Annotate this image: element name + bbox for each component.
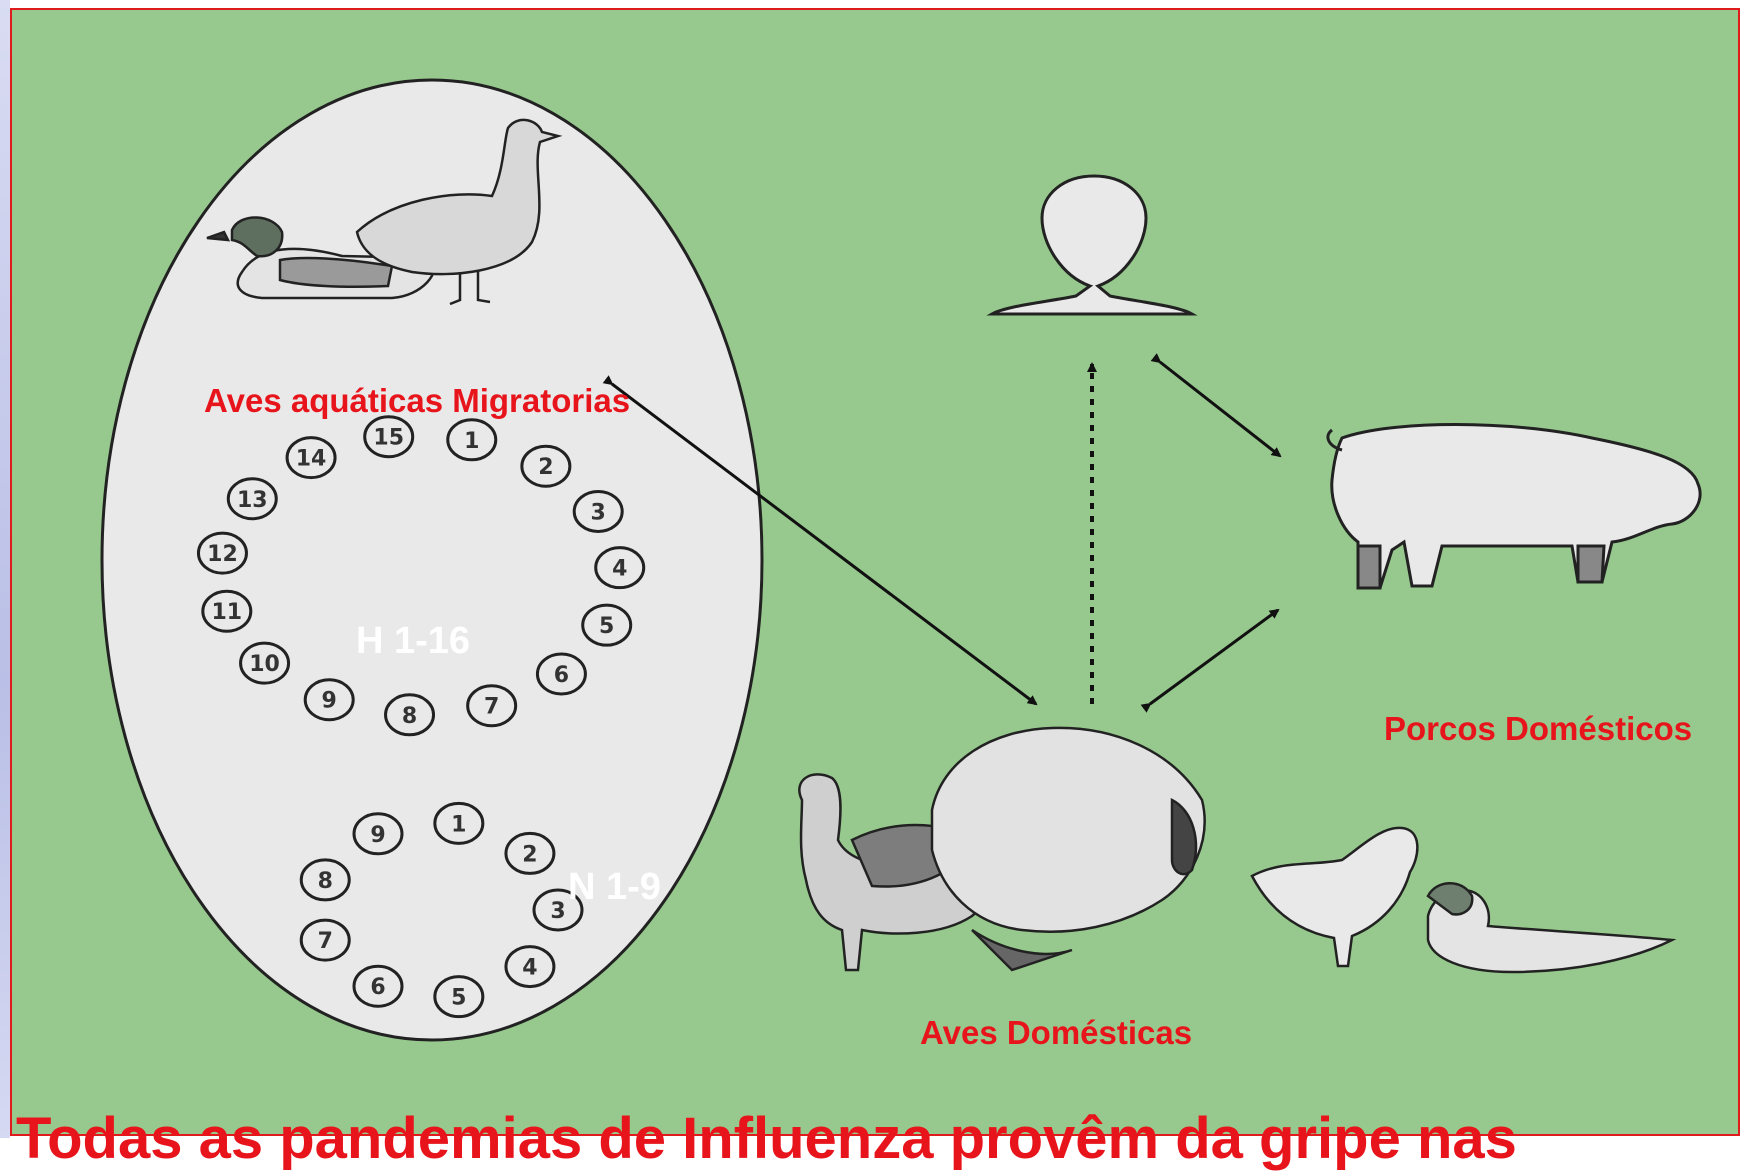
h-subtype-number-3: 3 — [591, 500, 606, 525]
n-subtype-number-5: 5 — [451, 986, 466, 1011]
n-subtype-number-3: 3 — [550, 899, 565, 924]
n-subtype-number-4: 4 — [522, 956, 537, 981]
h-subtype-number-8: 8 — [402, 704, 417, 729]
h-subtype-number-14: 14 — [296, 447, 327, 472]
arrow-poultry-pig — [1150, 610, 1278, 704]
turkey-icon — [932, 728, 1205, 970]
h-subtypes-label: H 1-16 — [356, 620, 470, 663]
arrow-human-pig — [1160, 362, 1280, 456]
pigs-label: Porcos Domésticos — [1384, 710, 1692, 748]
wild-birds-label: Aves aquáticas Migratorias — [204, 382, 630, 420]
left-decoration-strip — [0, 0, 10, 1138]
h-subtype-number-10: 10 — [249, 652, 280, 677]
h-subtype-number-4: 4 — [612, 557, 627, 582]
h-subtype-number-11: 11 — [212, 600, 243, 625]
h-subtype-number-13: 13 — [237, 488, 268, 513]
domestic-duck-icon — [1428, 883, 1672, 972]
h-subtype-number-6: 6 — [554, 663, 569, 688]
human-head-icon — [992, 176, 1192, 314]
hen-icon — [1252, 828, 1417, 966]
slide: 123456789101112131415 123456789 — [0, 0, 1744, 1138]
h-subtype-number-7: 7 — [484, 695, 499, 720]
n-subtype-number-1: 1 — [451, 812, 466, 837]
n-subtype-number-8: 8 — [318, 869, 333, 894]
h-subtype-number-12: 12 — [207, 542, 238, 567]
caption-text: Todas as pandemias de Influenza provêm d… — [16, 1110, 1716, 1168]
h-subtype-number-2: 2 — [538, 455, 553, 480]
n-subtype-number-2: 2 — [522, 842, 537, 867]
h-subtype-number-15: 15 — [373, 426, 404, 451]
n-subtype-number-6: 6 — [370, 975, 385, 1000]
pig-icon — [1328, 425, 1700, 589]
h-subtype-number-1: 1 — [464, 429, 479, 454]
h-subtype-number-9: 9 — [322, 689, 337, 714]
n-subtype-number-7: 7 — [318, 929, 333, 954]
n-subtypes-label: N 1-9 — [568, 866, 661, 909]
h-subtype-number-5: 5 — [599, 614, 614, 639]
poultry-label: Aves Domésticas — [920, 1014, 1192, 1052]
n-subtype-number-9: 9 — [370, 823, 385, 848]
